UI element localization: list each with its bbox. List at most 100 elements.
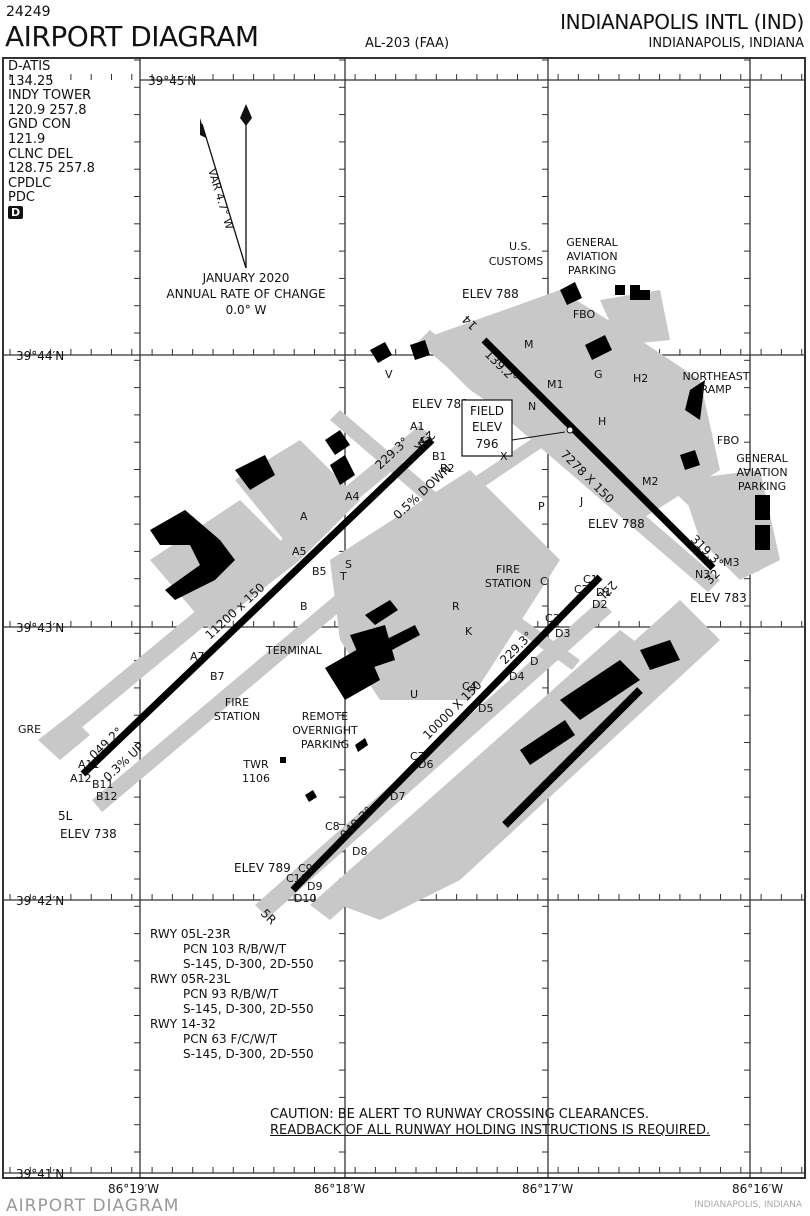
runway-05r-23l (290, 574, 603, 893)
taxiway-label-m1: M1 (547, 378, 564, 391)
lat-label: 39°41′N (16, 1167, 64, 1181)
coordinate-labels: 39°45′N 39°44′N 39°43′N 39°42′N 39°41′N … (16, 74, 783, 1196)
freq-ground-value: 121.9 (8, 131, 46, 147)
city-state: INDIANAPOLIS, INDIANA (648, 36, 805, 51)
taxiway-label-p: P (538, 500, 545, 513)
taxiway-label-m3: M3 (723, 556, 740, 569)
taxiway-label-a4: A4 (345, 490, 360, 503)
lon-label: 86°18′W (314, 1182, 365, 1196)
taxiway-label-n: N (528, 400, 536, 413)
fire-station-center-label: STATION (485, 577, 531, 590)
pcn-value: PCN 93 R/B/W/T (183, 987, 279, 1001)
cpdlc-label: CPDLC (8, 175, 52, 191)
pcn-loads: S-145, D-300, 2D-550 (183, 1047, 314, 1061)
datalink-badge-icon: D (8, 205, 24, 219)
lat-label: 39°42′N (16, 894, 64, 908)
fire-station-west-label: STATION (214, 710, 260, 723)
taxiway-label-s: S (345, 558, 352, 571)
rwy-5l-end: 5L (58, 809, 73, 823)
taxiway-label-a5: A5 (292, 545, 307, 558)
ga-parking-east-label: PARKING (738, 480, 786, 493)
ga-parking-north-label: GENERAL (566, 236, 618, 249)
taxiway-label-a1: A1 (410, 420, 425, 433)
magnetic-north-arrow-icon (200, 118, 206, 138)
rwy-32-elev: ELEV 783 (690, 591, 747, 605)
taxiway-label-b11: B11 (92, 778, 114, 791)
variation-label: VAR 4.7° W (205, 167, 236, 231)
taxiway-label-c3: C3 (545, 612, 560, 625)
chart-id: AL-203 (FAA) (365, 36, 450, 51)
taxiway-label-c4: C4 (462, 680, 477, 693)
freq-tower-label: INDY TOWER (8, 88, 92, 104)
lat-label: 39°44′N (16, 349, 64, 363)
magnetic-north-line (201, 123, 247, 269)
fire-station-center-label: FIRE (496, 563, 520, 576)
us-customs-label: U.S. (509, 240, 531, 253)
rwy-23l-elev: ELEV 788 (588, 517, 645, 531)
pcn-loads: S-145, D-300, 2D-550 (183, 957, 314, 971)
freq-atis-value: 134.25 (8, 73, 54, 89)
taxiway-label-c7: C7 (410, 750, 425, 763)
pdc-label: PDC (8, 190, 35, 206)
tower-elevation: 1106 (242, 772, 270, 785)
fbo-north-label: FBO (573, 308, 596, 321)
pcn-loads: S-145, D-300, 2D-550 (183, 1002, 314, 1016)
frequency-list: D-ATIS 134.25 INDY TOWER 120.9 257.8 GND… (8, 59, 95, 221)
taxiway-label-d9: D9 (307, 880, 322, 893)
procedure-number: 24249 (6, 4, 51, 20)
rate-of-change-label: ANNUAL RATE OF CHANGE (166, 287, 325, 301)
ga-parking-east-label: GENERAL (736, 452, 788, 465)
freq-ground-label: GND CON (8, 117, 71, 133)
pcn-value: PCN 63 F/C/W/T (183, 1032, 278, 1046)
remote-parking-label: OVERNIGHT (292, 724, 358, 737)
facility-labels: U.S. CUSTOMS GENERAL AVIATION PARKING FB… (18, 236, 789, 785)
chart-title: AIRPORT DIAGRAM (5, 20, 259, 53)
taxiway-label-b2: B2 (440, 462, 455, 475)
freq-clearance-value: 128.75 257.8 (8, 161, 95, 177)
footer-title: AIRPORT DIAGRAM (6, 1196, 180, 1216)
true-north-arrow-icon (240, 104, 252, 126)
pcn-table: RWY 05L-23R PCN 103 R/B/W/T S-145, D-300… (150, 927, 314, 1062)
chart-frame (2, 57, 806, 1179)
remote-parking-label: PARKING (301, 738, 349, 751)
taxiway-label-a: A (300, 510, 308, 523)
runways (80, 337, 716, 893)
ga-parking-north-label: PARKING (568, 264, 616, 277)
taxiway-label-j: J (579, 495, 583, 508)
taxiway-label-a11: A11 (78, 758, 100, 771)
taxiway-label-c2: C2 (574, 583, 589, 596)
taxiway-label-a2: A2 (418, 435, 433, 448)
taxiway-label-d2: D2 (592, 598, 607, 611)
ga-parking-east-label: AVIATION (736, 466, 787, 479)
pcn-rwy: RWY 14-32 (150, 1017, 216, 1031)
freq-atis-label: D-ATIS (8, 59, 51, 74)
taxiway-label-v: V (385, 368, 393, 381)
footer-location: INDIANAPOLIS, INDIANA (694, 1200, 802, 1210)
caution-line2: READBACK OF ALL RUNWAY HOLDING INSTRUCTI… (270, 1123, 711, 1138)
taxiway-label-c8: C8 (325, 820, 340, 833)
taxiway-label-r: R (452, 600, 460, 613)
taxiway-label-c10: C10 (286, 872, 308, 885)
taxiway-label-m2: M2 (642, 475, 659, 488)
taxiway-label-d6: D6 (418, 758, 433, 771)
taxiway-label-c9: C9 (298, 862, 313, 875)
lon-label: 86°17′W (522, 1182, 573, 1196)
tower-label: TWR (242, 758, 269, 771)
fire-station-west-label: FIRE (225, 696, 249, 709)
lon-label: 86°19′W (108, 1182, 159, 1196)
rwy-23r-elev: ELEV 783 (412, 397, 469, 411)
taxiway-label-h2: H2 (633, 372, 648, 385)
northeast-ramp-label: RAMP (701, 383, 732, 396)
taxiway-label-u: U (410, 688, 418, 701)
lon-label: 86°16′W (732, 1182, 783, 1196)
fbo-east-label: FBO (717, 434, 740, 447)
taxiway-label-t: T (339, 570, 347, 583)
taxiway-label-c: C (540, 575, 548, 588)
taxiway-label-n3: N3 (695, 568, 710, 581)
pcn-rwy: RWY 05R-23L (150, 972, 231, 986)
taxiway-label-b7: B7 (210, 670, 225, 683)
cargo-apron-bar (502, 687, 643, 828)
airport-name: INDIANAPOLIS INTL (IND) (560, 10, 804, 34)
taxiway-label-g: G (594, 368, 603, 381)
